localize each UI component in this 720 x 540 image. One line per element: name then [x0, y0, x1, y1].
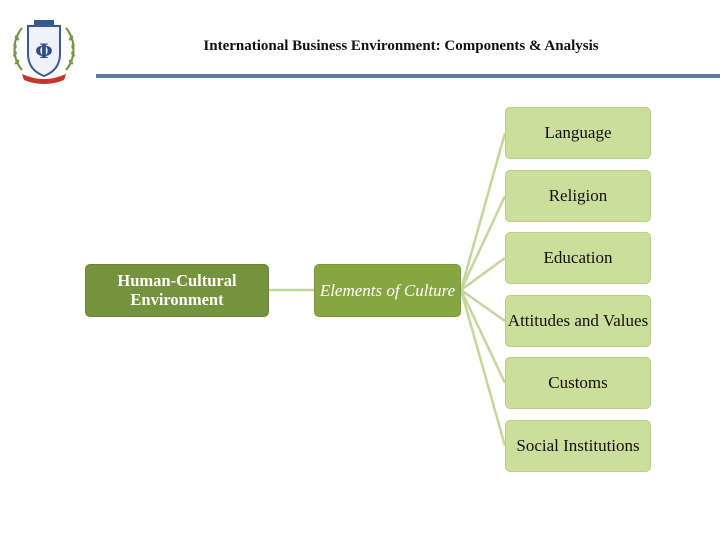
node-customs: Customs: [505, 357, 651, 409]
connector-attitudes: [460, 288, 506, 323]
node-elements-of-culture: Elements of Culture: [314, 264, 461, 317]
node-attitudes-and-values: Attitudes and Values: [505, 295, 651, 347]
page-title: International Business Environment: Comp…: [203, 38, 599, 54]
connector-language: [459, 132, 507, 291]
connector-social: [459, 289, 507, 447]
header-divider: [96, 74, 720, 78]
node-human-cultural-environment: Human-Cultural Environment: [85, 264, 269, 317]
svg-text:Φ: Φ: [35, 39, 52, 63]
connector-customs: [459, 289, 507, 384]
node-language: Language: [505, 107, 651, 159]
university-crest-icon: Φ: [13, 20, 75, 84]
connector-religion: [459, 195, 507, 291]
connector-education: [460, 256, 506, 292]
node-religion: Religion: [505, 170, 651, 222]
node-education: Education: [505, 232, 651, 284]
node-social-institutions: Social Institutions: [505, 420, 651, 472]
